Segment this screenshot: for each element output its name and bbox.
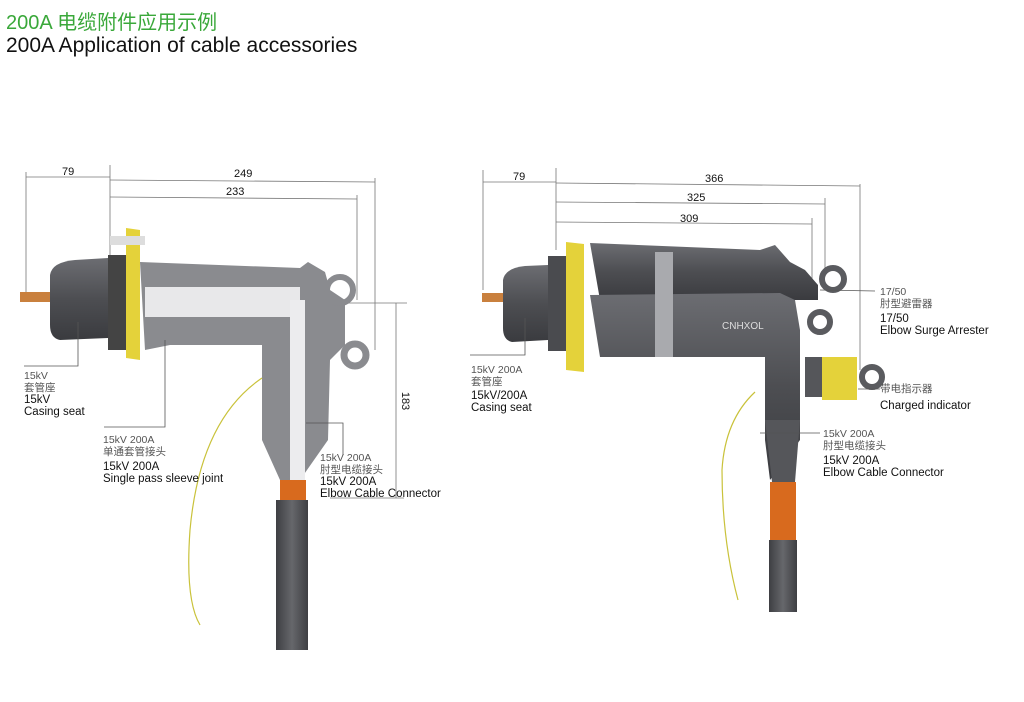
page-title-chinese: 200A 电缆附件应用示例 bbox=[6, 12, 218, 34]
left-leader-lines bbox=[24, 322, 344, 455]
dim-79-right: 79 bbox=[513, 171, 526, 183]
left-accessory-drawing bbox=[20, 228, 370, 650]
dim-233: 233 bbox=[226, 186, 245, 198]
right-accessory-drawing bbox=[482, 242, 885, 612]
brand-logo: CNHXOL bbox=[722, 321, 764, 332]
dim-309: 309 bbox=[680, 213, 699, 225]
dim-79-left: 79 bbox=[62, 166, 75, 178]
dim-366: 366 bbox=[705, 173, 724, 185]
right-leader-lines bbox=[470, 289, 880, 434]
dim-183: 183 bbox=[399, 391, 412, 411]
label-charged-indicator: 带电指示器 Charged indicator bbox=[880, 383, 971, 412]
dim-325: 325 bbox=[687, 192, 706, 204]
dim-249: 249 bbox=[234, 168, 253, 180]
page-title-english: 200A Application of cable accessories bbox=[6, 34, 358, 57]
